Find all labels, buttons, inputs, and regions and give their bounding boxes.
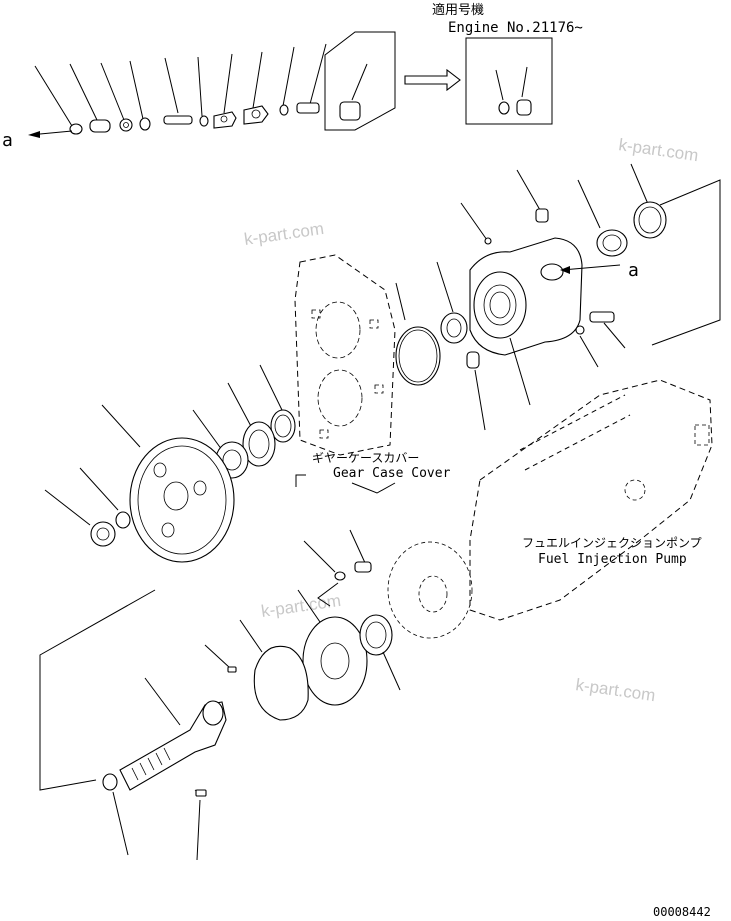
fuel-injection-pump <box>387 379 713 639</box>
top-parts-row <box>28 31 553 138</box>
reference-a-right: a <box>628 260 639 281</box>
watermark: k-part.com <box>243 219 325 249</box>
upper-right-assembly <box>395 163 721 431</box>
reference-a-left: a <box>2 130 13 151</box>
gear-case-cover <box>294 254 396 456</box>
gear-case-cover-label-en: Gear Case Cover <box>333 466 451 481</box>
gear-case-cover-label-jp: ギヤーケースカバー <box>312 451 419 465</box>
watermark: k-part.com <box>574 675 656 705</box>
applicability-label: 適用号機 <box>432 2 484 18</box>
drawing-number: 00008442 <box>653 905 711 919</box>
engine-number-label: Engine No.21176~ <box>448 20 583 36</box>
drive-gear-group <box>44 364 296 563</box>
fuel-pump-label-jp: フュエルインジェクションポンプ <box>522 536 702 550</box>
lower-drive-assembly <box>39 529 401 861</box>
watermark: k-part.com <box>617 135 699 165</box>
fuel-pump-label-en: Fuel Injection Pump <box>538 552 687 567</box>
